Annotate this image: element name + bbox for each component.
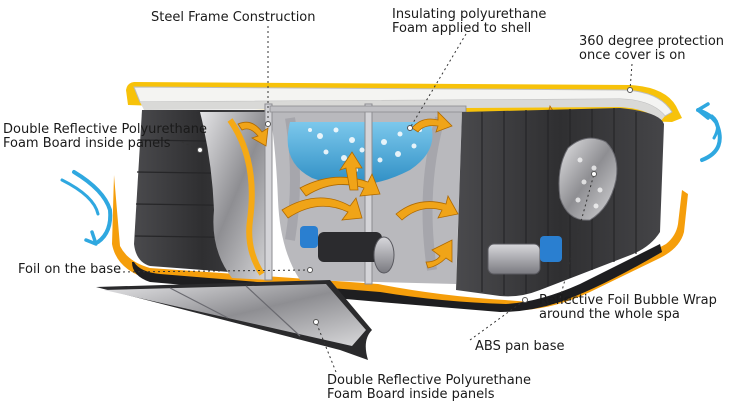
label-abs-pan-base: ABS pan base <box>475 340 565 354</box>
floor-foam-board <box>96 280 372 360</box>
label-insulating-foam: Insulating polyurethane Foam applied to … <box>392 8 546 36</box>
circulation-arrow-right-icon <box>698 104 720 160</box>
label-foil-base: Foil on the base <box>18 263 121 277</box>
label-double-reflective-panels-top: Double Reflective Polyurethane Foam Boar… <box>3 123 207 151</box>
label-steel-frame: Steel Frame Construction <box>151 11 316 25</box>
label-reflective-bubble-wrap: Reflective Foil Bubble Wrap around the w… <box>539 294 717 322</box>
label-360-protection: 360 degree protection once cover is on <box>579 35 724 63</box>
circulation-arrow-left-icon <box>62 172 110 244</box>
label-double-reflective-panels-bottom: Double Reflective Polyurethane Foam Boar… <box>327 374 531 402</box>
